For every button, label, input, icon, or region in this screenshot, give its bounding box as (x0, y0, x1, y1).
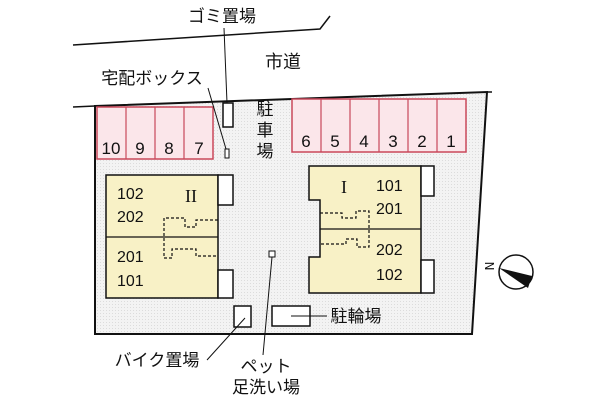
delivery-box (224, 148, 230, 159)
parking-space-4: 4 (359, 132, 368, 151)
pet-wash-label-1: ペット (241, 357, 292, 377)
delivery-box-leader-line (207, 87, 227, 150)
building-2-label: II (185, 186, 197, 206)
unit-101: 101 (117, 273, 144, 290)
parking-space-2: 2 (417, 132, 426, 151)
unit-102: 102 (376, 267, 403, 284)
parking-space-7: 7 (194, 139, 203, 158)
lot-top-extension (72, 105, 96, 108)
parking-space-6: 6 (301, 132, 310, 151)
garbage-area-box (222, 102, 234, 128)
building-1: I 101 201 202 102 (308, 165, 435, 294)
unit-202: 202 (117, 209, 144, 226)
parking-label-3: 場 (257, 142, 274, 162)
parking-space-8: 8 (164, 139, 173, 158)
pet-wash-leader-line (262, 256, 273, 356)
parking-space-5: 5 (330, 132, 339, 151)
unit-201: 201 (376, 201, 403, 218)
compass-north-icon: N (483, 254, 534, 290)
motorbike-leader-line (206, 317, 246, 361)
pet-wash-label-2: 足洗い場 (232, 378, 300, 398)
unit-102: 102 (117, 186, 144, 203)
building-2: II 102 202 201 101 (105, 174, 234, 299)
unit-202: 202 (376, 242, 403, 259)
unit-101: 101 (376, 178, 403, 195)
unit-201: 201 (117, 249, 144, 266)
parking-label-1: 駐 (257, 100, 274, 120)
garbage-leader-line (223, 27, 228, 104)
road-edge-line (72, 15, 331, 46)
parking-label-2: 車 (257, 121, 274, 141)
parking-space-1: 1 (446, 132, 455, 151)
compass-label: N (483, 262, 497, 271)
pet-wash-area (268, 250, 276, 258)
city-road-label: 市道 (265, 52, 301, 73)
parking-right: 6 5 4 3 2 1 (291, 98, 467, 153)
delivery-box-label: 宅配ボックス (101, 69, 203, 89)
bicycle-label: 駐輪場 (331, 307, 382, 327)
motorbike-area (233, 305, 252, 328)
garbage-label: ゴミ置場 (188, 6, 256, 27)
building-1-label: I (341, 177, 347, 197)
parking-left: 10 9 8 7 (96, 106, 214, 160)
motorbike-label: バイク置場 (115, 351, 200, 371)
parking-space-9: 9 (135, 139, 144, 158)
parking-space-3: 3 (388, 132, 397, 151)
parking-space-10: 10 (102, 139, 121, 158)
